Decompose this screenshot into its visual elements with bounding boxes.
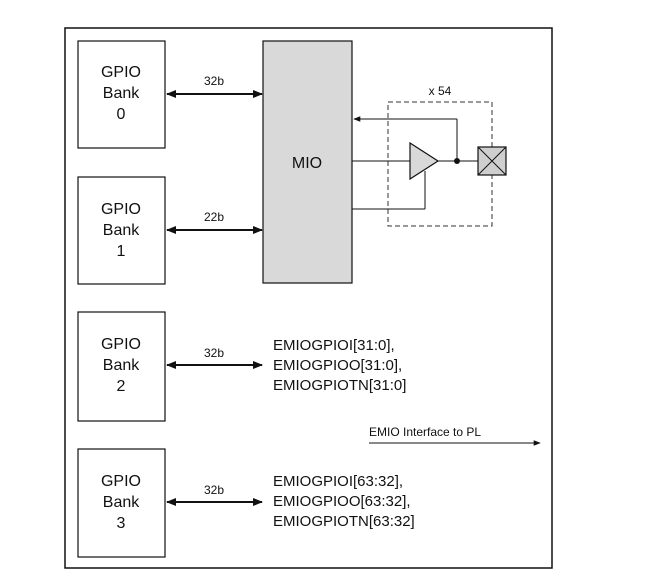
junction-dot bbox=[454, 158, 460, 164]
emio-low-line1: EMIOGPIOI[31:0], bbox=[273, 337, 395, 354]
mio-block: MIO bbox=[262, 40, 353, 284]
emio-low-line3: EMIOGPIOTN[31:0] bbox=[273, 377, 406, 394]
emio-low-line2: EMIOGPIOO[31:0], bbox=[273, 357, 402, 374]
gpio-bank-2: GPIO Bank 2 bbox=[77, 311, 166, 422]
bus-label-bank-1: 22b bbox=[204, 210, 224, 224]
gpio-bank-1: GPIO Bank 1 bbox=[77, 176, 166, 285]
emio-high-line2: EMIOGPIOO[63:32], bbox=[273, 493, 411, 510]
bus-label-bank-3: 32b bbox=[204, 483, 224, 497]
bank-3-line2: Bank bbox=[103, 494, 140, 511]
emio-high-line3: EMIOGPIOTN[63:32] bbox=[273, 513, 415, 530]
emio-interface-label: EMIO Interface to PL bbox=[369, 425, 481, 439]
bank-0-line3: 0 bbox=[117, 106, 126, 123]
bank-0-line2: Bank bbox=[103, 85, 140, 102]
gpio-bank-0: GPIO Bank 0 bbox=[77, 40, 166, 149]
mio-pin-buffer: x 54 bbox=[352, 84, 507, 227]
bank-1-line1: GPIO bbox=[101, 201, 141, 218]
bank-2-line3: 2 bbox=[117, 378, 126, 395]
pin-group-outline bbox=[387, 101, 493, 227]
bank-2-line2: Bank bbox=[103, 357, 140, 374]
bank-1-line3: 1 bbox=[117, 243, 126, 260]
bank-3-line1: GPIO bbox=[101, 473, 141, 490]
emio-high-line1: EMIOGPIOI[63:32], bbox=[273, 473, 403, 490]
bank-3-line3: 3 bbox=[117, 515, 126, 532]
bank-1-line2: Bank bbox=[103, 222, 140, 239]
bus-label-bank-2: 32b bbox=[204, 346, 224, 360]
bank-2-line1: GPIO bbox=[101, 336, 141, 353]
pad-icon bbox=[477, 146, 507, 176]
outer-frame bbox=[64, 27, 553, 569]
bus-label-bank-0: 32b bbox=[204, 74, 224, 88]
mio-label: MIO bbox=[292, 155, 322, 172]
output-buffer-triangle bbox=[409, 141, 440, 181]
gpio-bank-3: GPIO Bank 3 bbox=[77, 448, 166, 558]
pin-count-label: x 54 bbox=[429, 84, 452, 98]
bank-0-line1: GPIO bbox=[101, 64, 141, 81]
